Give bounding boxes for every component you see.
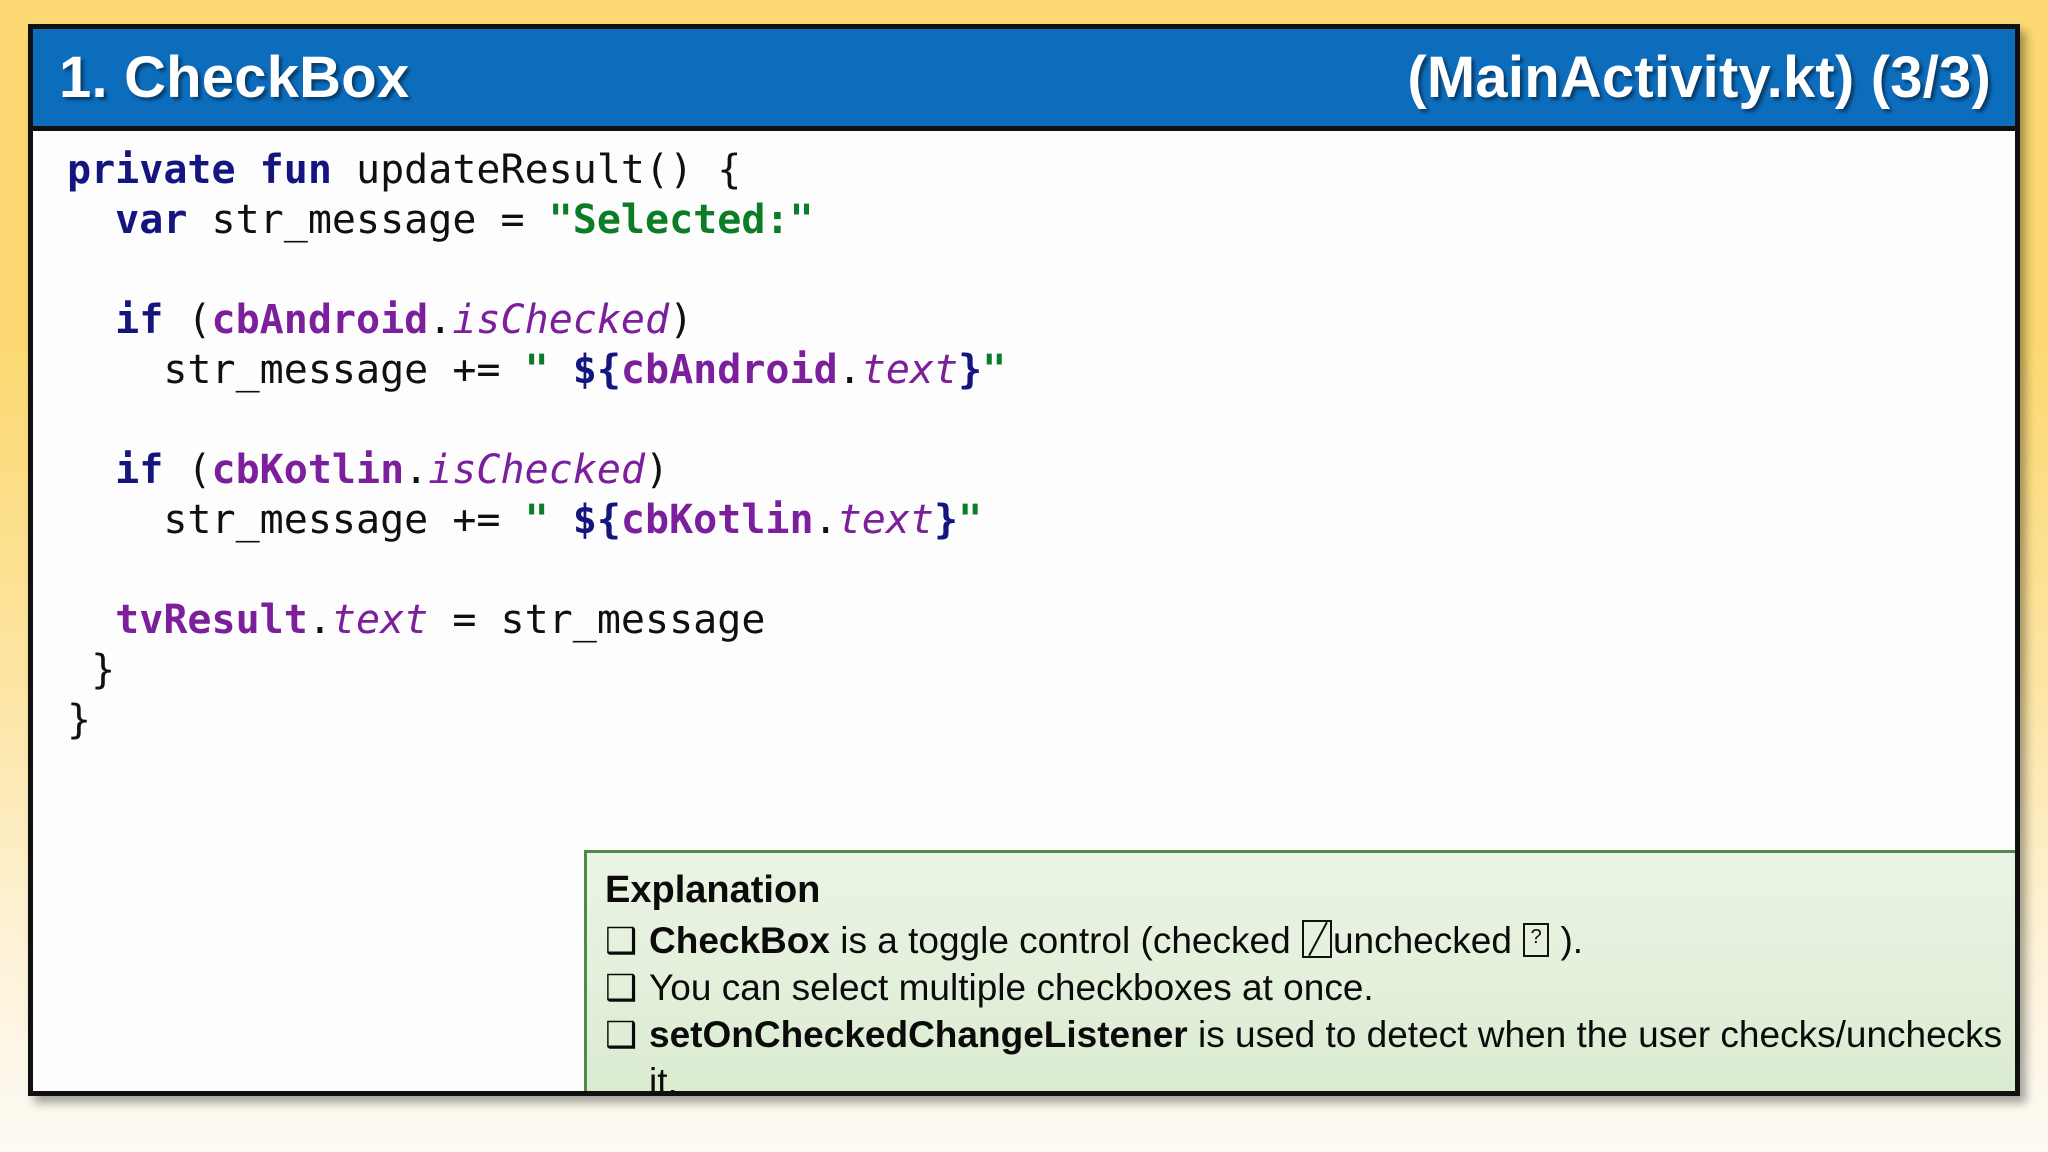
code-token: str_message += (67, 497, 525, 543)
code-panel: private fun updateResult() { var str_mes… (33, 131, 2015, 1091)
code-token (67, 197, 115, 243)
explanation-phrase: ). (1550, 920, 1584, 961)
slide-title-bar: 1. CheckBox (MainActivity.kt) (3/3) (28, 24, 2020, 131)
code-token: = str_message (428, 597, 766, 643)
code-token: cbAndroid (620, 347, 838, 393)
code-line: if (cbAndroid.isChecked) (67, 295, 1006, 345)
explanation-callout: Explanation ❑ CheckBox is a toggle contro… (584, 850, 2015, 1091)
code-token: if (115, 297, 164, 343)
code-token (67, 447, 115, 493)
code-token: } (934, 497, 959, 543)
code-token: " (958, 497, 983, 543)
explanation-bullet-text: You can select multiple checkboxes at on… (649, 964, 2010, 1011)
code-token: . (813, 497, 838, 543)
code-token: private (67, 147, 236, 193)
code-line (67, 545, 1006, 595)
explanation-bullet-item: ❑ You can select multiple checkboxes at o… (605, 964, 2010, 1011)
code-block: private fun updateResult() { var str_mes… (67, 145, 1006, 745)
code-line: tvResult.text = str_message (67, 595, 1006, 645)
code-token: isChecked (452, 297, 670, 343)
code-token: cbKotlin (620, 497, 814, 543)
code-token: } (67, 647, 116, 693)
code-token: str_message += (67, 347, 525, 393)
code-token: ) (645, 447, 670, 493)
code-token: } (958, 347, 983, 393)
checkbox-square-bullet-icon: ❑ (605, 920, 638, 961)
code-token: " (982, 347, 1007, 393)
code-token: fun (259, 147, 332, 193)
code-token: " (524, 347, 549, 393)
code-token: ( (163, 447, 212, 493)
code-token: " (524, 497, 549, 543)
code-token (549, 497, 573, 543)
code-token: text (837, 497, 934, 543)
explanation-bullet-text: setOnCheckedChangeListener is used to de… (649, 1011, 2010, 1091)
code-token: . (428, 297, 453, 343)
code-token (236, 147, 260, 193)
explanation-term: CheckBox (649, 920, 830, 961)
explanation-phrase: is a toggle control (checked (829, 920, 1301, 961)
explanation-phrase: You can select multiple checkboxes at on… (649, 967, 1374, 1008)
code-token: . (404, 447, 429, 493)
code-token: . (307, 597, 332, 643)
code-token: text (331, 597, 429, 643)
missing-glyph-unchecked-box-icon (1523, 922, 1550, 957)
code-token (67, 597, 115, 643)
code-token: "Selected:" (548, 197, 814, 243)
code-line: } (67, 645, 1006, 695)
code-token: ${ (572, 497, 621, 543)
explanation-bullet-list: ❑ CheckBox is a toggle control (checked u… (605, 917, 2010, 1091)
page-title: 1. CheckBox (59, 44, 410, 110)
explanation-bullet-item: ❑ setOnCheckedChangeListener is used to d… (605, 1011, 2010, 1091)
code-token: ${ (572, 347, 621, 393)
code-token: . (837, 347, 862, 393)
code-token: text (861, 347, 959, 393)
code-line (67, 245, 1006, 295)
code-line (67, 395, 1006, 445)
code-line: if (cbKotlin.isChecked) (67, 445, 1006, 495)
checkbox-square-bullet-icon: ❑ (605, 967, 638, 1008)
explanation-bullet-text: CheckBox is a toggle control (checked un… (649, 917, 2010, 964)
checkbox-square-bullet-icon: ❑ (605, 1014, 638, 1055)
missing-glyph-checked-box-icon (1301, 920, 1332, 958)
explanation-term: setOnCheckedChangeListener (649, 1014, 1188, 1055)
code-token: str_message = (187, 197, 549, 243)
code-token: tvResult (115, 597, 308, 643)
explanation-phrase: is used to detect when the user checks/u… (649, 1014, 2003, 1091)
code-token: ) (669, 297, 694, 343)
code-line: private fun updateResult() { (67, 145, 1006, 195)
page-subtitle-file-and-page: (MainActivity.kt) (3/3) (1407, 44, 1991, 110)
code-token: updateResult() { (331, 147, 742, 193)
code-line: str_message += " ${cbKotlin.text}" (67, 495, 1006, 545)
code-line: str_message += " ${cbAndroid.text}" (67, 345, 1006, 395)
code-token (549, 347, 573, 393)
explanation-title: Explanation (605, 869, 821, 911)
slide-frame: 1. CheckBox (MainActivity.kt) (3/3) priv… (28, 24, 2020, 1096)
code-line: } (67, 695, 1006, 745)
code-token: var (115, 197, 188, 243)
code-token: ( (163, 297, 212, 343)
code-token: isChecked (428, 447, 646, 493)
code-token: } (67, 697, 92, 743)
explanation-phrase: unchecked (1332, 920, 1523, 961)
code-token: if (115, 447, 164, 493)
code-token: cbKotlin (211, 447, 405, 493)
code-line: var str_message = "Selected:" (67, 195, 1006, 245)
code-token (67, 297, 115, 343)
code-token: cbAndroid (211, 297, 429, 343)
explanation-bullet-item: ❑ CheckBox is a toggle control (checked u… (605, 917, 2010, 964)
